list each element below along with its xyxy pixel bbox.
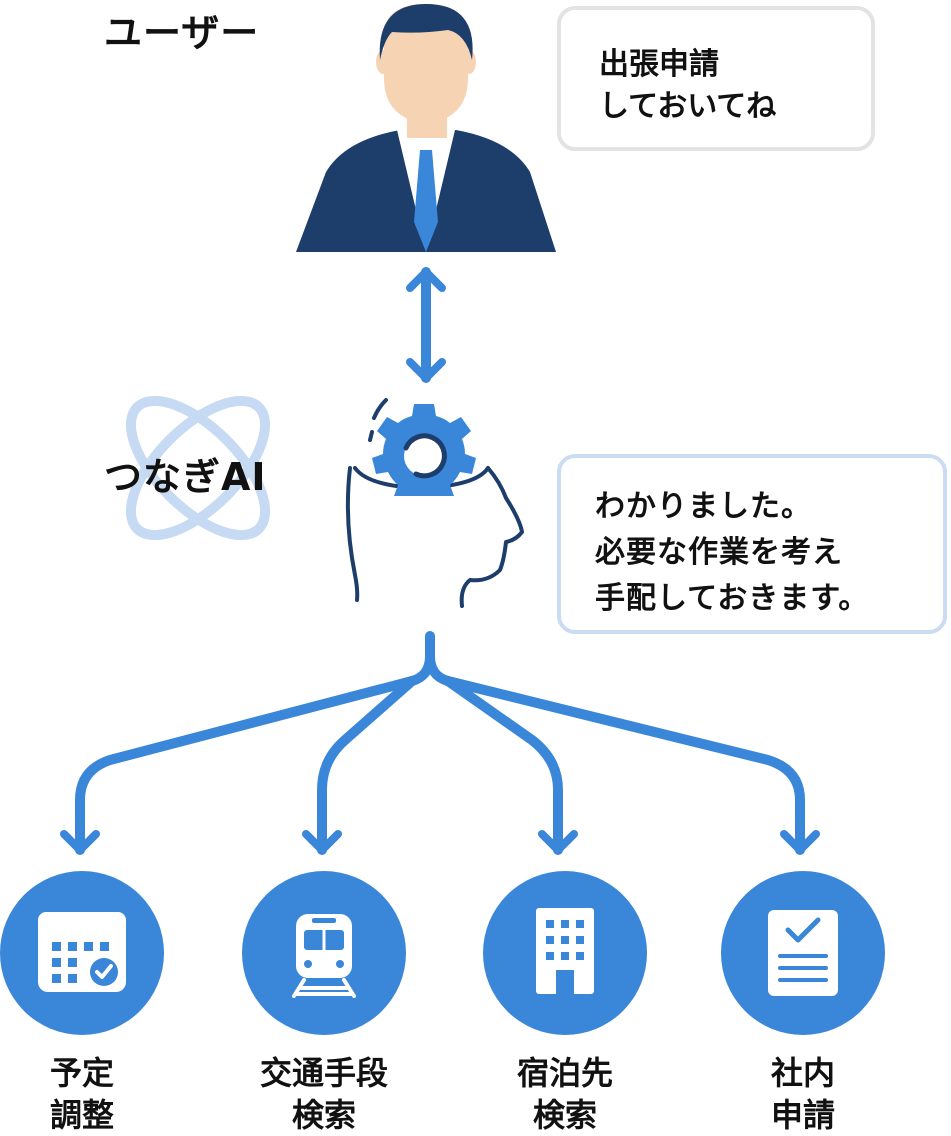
arrow-to-task-schedule: [60, 676, 417, 855]
ai-message-line: 必要な作業を考え: [595, 535, 843, 570]
task-label-line: 検索: [291, 1096, 356, 1134]
task-label-schedule: 予定 調整: [0, 1052, 182, 1136]
ai-head-gear-icon: [345, 398, 524, 608]
task-label-hotel: 宿泊先 検索: [465, 1052, 665, 1136]
ai-label: つなぎAI: [104, 455, 267, 499]
task-label-line: 予定: [49, 1054, 114, 1092]
task-label-line: 社内: [770, 1054, 835, 1092]
task-label-application: 社内 申請: [703, 1052, 903, 1136]
ai-message-line: わかりました。: [595, 489, 812, 524]
user-message-line: しておいてね: [599, 89, 777, 124]
task-label-line: 申請: [770, 1096, 835, 1134]
train-icon: [292, 914, 356, 998]
atom-logo-icon: [125, 395, 271, 541]
user-avatar-icon: [296, 4, 556, 252]
ai-message-line: 手配しておきます。: [595, 581, 870, 616]
arrow-to-task-transport: [302, 676, 417, 855]
arrow-to-task-application: [443, 676, 820, 855]
task-label-transport: 交通手段 検索: [224, 1052, 424, 1136]
task-label-line: 調整: [49, 1096, 114, 1134]
task-branch-arrows: [60, 631, 820, 855]
calendar-check-icon: [38, 912, 126, 992]
hotel-building-icon: [536, 908, 594, 994]
task-label-line: 宿泊先: [516, 1054, 613, 1092]
user-message-line: 出張申請: [599, 47, 719, 82]
arrow-to-task-hotel: [443, 676, 578, 855]
task-label-line: 交通手段: [259, 1054, 388, 1092]
checklist-document-icon: [768, 910, 838, 996]
user-speech-bubble: 出張申請 しておいてね: [557, 6, 875, 151]
user-label: ユーザー: [104, 11, 260, 55]
task-label-line: 検索: [532, 1096, 597, 1134]
ai-speech-bubble: わかりました。 必要な作業を考え 手配しておきます。: [557, 454, 947, 634]
